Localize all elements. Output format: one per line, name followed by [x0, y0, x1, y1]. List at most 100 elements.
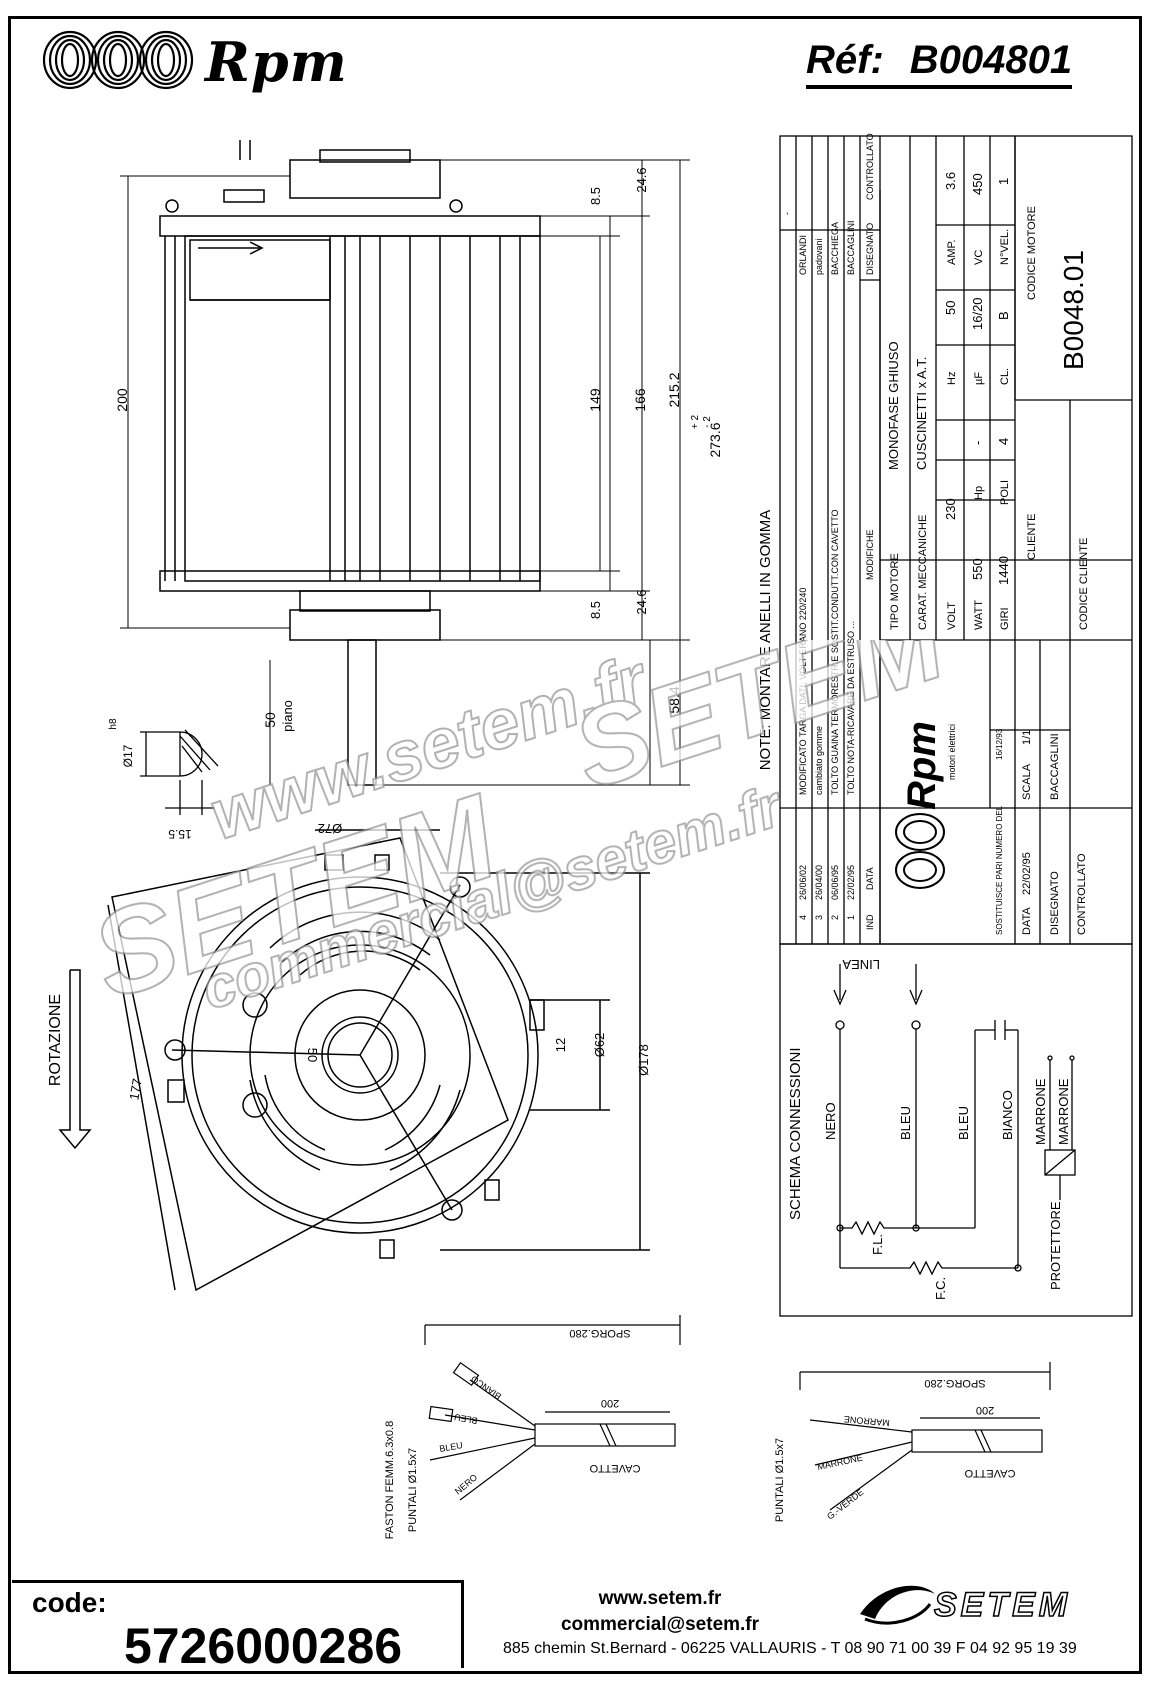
disegnato-value: BACCAGLINI — [1049, 733, 1061, 800]
nvel-value: 1 — [996, 178, 1011, 185]
disegnato-label: DISEGNATO — [1049, 871, 1061, 935]
marrone2-label: MARRONE — [1056, 1078, 1071, 1145]
rev3-text: cambiato gomme — [814, 726, 824, 795]
volt-value: 230 — [943, 498, 958, 520]
setem-logo: SETEM — [933, 1585, 1072, 1625]
bleu1-label: BLEU — [898, 1106, 913, 1140]
cliente-label: CLIENTE — [1026, 514, 1038, 560]
watt-label: WATT — [973, 600, 985, 630]
linea-label: LINEA — [842, 957, 880, 972]
volt-label: VOLT — [946, 602, 958, 630]
rev2-date: 06/06/95 — [830, 865, 840, 900]
nvel-label: N°VEL. — [999, 229, 1011, 265]
piano-label: piano — [280, 700, 295, 732]
shaft-section — [140, 729, 219, 815]
poli-value: 4 — [996, 438, 1011, 445]
drawing-frame — [8, 16, 1142, 1674]
dim-hub-50: 50 — [305, 1048, 320, 1062]
cable2-cavetto: CAVETTO — [964, 1467, 1015, 1479]
dim-8-5-bottom: 8.5 — [588, 601, 603, 619]
shaft-tolerance: h8 — [108, 718, 119, 730]
rev-dash: - — [782, 212, 792, 215]
reference-number: Réf:B004801 — [806, 38, 1073, 89]
dim-8-5-top: 8.5 — [588, 187, 603, 205]
cable-1-labels: SPORG.280 200 CAVETTO FASTON FEMM.6.3x0.… — [384, 1327, 640, 1539]
title-block-brand: Rpm — [900, 721, 944, 810]
dim-149: 149 — [587, 388, 603, 412]
codice-cliente-label: CODICE CLIENTE — [1078, 538, 1090, 630]
cable2-sporg: SPORG.280 — [924, 1377, 985, 1389]
rev3-n: 3 — [814, 915, 824, 920]
scala-value: 1/1 — [1021, 730, 1033, 745]
rev-header-ind: IND — [865, 914, 875, 930]
rev2-n: 2 — [830, 915, 840, 920]
fl-label: F.L. — [870, 1234, 885, 1255]
hz-label: Hz — [946, 372, 958, 385]
cable2-wire-marrone2: MARRONE — [816, 1453, 863, 1472]
hp-value: - — [970, 441, 985, 445]
wiring-diagram — [779, 943, 1133, 1317]
dim-diameter-72: Ø72 — [318, 821, 343, 836]
cable2-wire-marrone1: MARRONE — [843, 1414, 890, 1428]
brand-title: Rpm — [205, 30, 348, 94]
rotation-arrow-icon — [58, 969, 92, 1150]
cable-drawing-1 — [424, 1315, 681, 1501]
amp-label: AMP. — [946, 240, 958, 265]
revision-rows: 4 26/06/02 MODIFICATO TARGA DATI, VOLT E… — [782, 133, 875, 930]
title-block-info: Rpm motori elettrici SOSTITUISCE PARI NU… — [895, 721, 1088, 935]
title-block-brand-sub: motori elettrici — [947, 724, 957, 780]
dim-12: 12 — [553, 1038, 568, 1052]
code-value: 5726000286 — [124, 1618, 403, 1674]
bianco-label: BIANCO — [1000, 1090, 1015, 1140]
rev-header-controllato: CONTROLLATO — [865, 133, 875, 200]
cable1-faston: FASTON FEMM.6.3x0.8 — [384, 1421, 396, 1539]
amp-value: 3.6 — [943, 172, 958, 190]
cable1-puntali: PUNTALI Ø1.5x7 — [407, 1448, 419, 1532]
protettore-label: PROTETTORE — [1048, 1201, 1063, 1290]
rev-header-data: DATA — [865, 867, 875, 890]
shaft-diameter: Ø17 — [121, 744, 135, 767]
cable1-cavetto: CAVETTO — [589, 1462, 640, 1474]
cable1-sporg: SPORG.280 — [569, 1327, 630, 1339]
cl-label: CL. — [999, 368, 1011, 385]
dim-273-6: 273.6 — [707, 422, 723, 457]
controllato-label: CONTROLLATO — [1076, 853, 1088, 935]
motor-specs: TIPO MOTORE MONOFASE GHIUSO CARAT. MECCA… — [886, 172, 1090, 630]
hz-value: 50 — [943, 301, 958, 315]
rpm-logo-coils — [42, 30, 194, 90]
hp-label: Hp — [973, 486, 985, 500]
title-block-table — [779, 135, 1133, 945]
dim-24-6-top: 24.6 — [634, 167, 649, 192]
rev3-date: 26/04/00 — [814, 865, 824, 900]
cable1-wire-bianco: BIANCO — [469, 1374, 503, 1402]
motor-front-view — [107, 829, 650, 1292]
dim-tol-minus: - 2 — [702, 416, 713, 428]
rev1-by: BACCAGLINI — [846, 220, 856, 275]
dim-58-4: 58.4 — [666, 686, 682, 713]
tipo-motore-value: MONOFASE GHIUSO — [886, 341, 901, 470]
watt-value: 550 — [970, 558, 985, 580]
dimension-lines — [120, 159, 690, 786]
dim-diameter-62: Ø62 — [592, 1033, 607, 1058]
code-box: code: 5726000286 — [12, 1580, 464, 1674]
tipo-motore-label: TIPO MOTORE — [889, 553, 901, 630]
rev2-by: BACCHIEGA — [830, 222, 840, 275]
sostituisce-date: 16/12/93 — [995, 728, 1004, 760]
website-link[interactable]: www.setem.fr — [598, 1588, 722, 1609]
carat-label: CARAT. MECCANICHE — [917, 515, 929, 630]
rev3-by: padovani — [814, 238, 824, 275]
rev4-text: MODIFICATO TARGA DATI, VOLT ERANO 220/24… — [798, 588, 808, 795]
codice-motore-label: CODICE MOTORE — [1026, 206, 1038, 300]
cable2-length: 200 — [976, 1404, 994, 1416]
cable1-wire-nero: NERO — [453, 1472, 479, 1496]
code-label: code: — [32, 1587, 107, 1618]
giri-value: 1440 — [996, 556, 1011, 585]
scala-label: SCALA — [1021, 763, 1033, 800]
dim-177: 177 — [126, 1077, 145, 1101]
dim-tol-plus: + 2 — [690, 414, 701, 429]
giri-label: GIRI — [999, 607, 1011, 630]
sostituisce-label: SOSTITUISCE PARI NUMERO DEL — [995, 805, 1004, 935]
email-link[interactable]: commercial@setem.fr — [560, 1614, 760, 1635]
vc-value: 450 — [970, 173, 985, 195]
cable-2-labels: SPORG.280 200 CAVETTO PUNTALI Ø1.5x7 MAR… — [774, 1377, 1015, 1522]
